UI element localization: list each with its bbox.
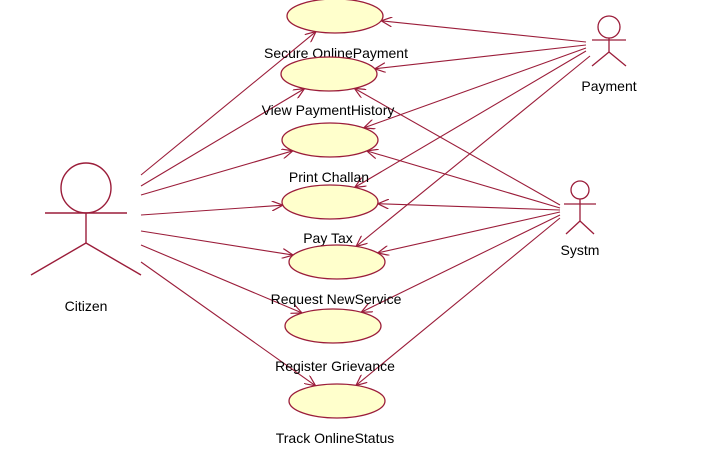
actor-label: Payment — [581, 78, 636, 94]
actor-payment[interactable]: Payment — [581, 15, 637, 94]
actor-systm[interactable]: Systm — [561, 180, 600, 258]
use-case-request-new-service[interactable]: Request NewService — [271, 244, 402, 307]
actor-leg-right — [85, 242, 142, 276]
association-systm-request-service — [378, 211, 561, 253]
use-case-secure-online-payment[interactable]: Secure OnlinePayment — [264, 0, 408, 61]
actor-label: Citizen — [65, 298, 108, 314]
actor-head — [570, 180, 590, 200]
use-case-label: Track OnlineStatus — [276, 430, 395, 446]
use-case-ellipse[interactable] — [286, 0, 384, 34]
actor-leg-right — [579, 220, 595, 235]
use-case-label: View PaymentHistory — [262, 102, 395, 118]
actor-leg-left — [591, 51, 610, 67]
actor-head — [597, 15, 621, 39]
association-citizen-register-grievance — [140, 244, 302, 313]
association-citizen-print-challan — [140, 151, 293, 196]
association-payment-secure-payment — [381, 21, 587, 43]
association-citizen-secure-payment — [140, 32, 316, 176]
use-case-view-payment-history[interactable]: View PaymentHistory — [262, 56, 395, 118]
use-case-label: Print Challan — [289, 169, 369, 185]
association-citizen-pay-tax — [140, 205, 283, 216]
actor-leg-right — [608, 51, 627, 67]
actor-head — [60, 162, 112, 214]
use-case-ellipse[interactable] — [284, 308, 382, 344]
use-case-ellipse[interactable] — [281, 184, 379, 220]
association-citizen-view-history — [140, 89, 305, 187]
association-systm-register-grievance — [361, 214, 561, 312]
associations — [140, 21, 591, 386]
association-payment-pay-tax — [355, 50, 587, 187]
use-case-register-grievance[interactable]: Register Grievance — [275, 308, 395, 374]
actor-leg-left — [565, 220, 581, 235]
use-case-ellipse[interactable] — [281, 122, 379, 158]
association-systm-track-status — [356, 217, 561, 385]
use-case-track-online-status[interactable]: Track OnlineStatus — [276, 383, 395, 446]
use-case-label: Register Grievance — [275, 358, 395, 374]
use-case-label: Pay Tax — [303, 230, 353, 246]
actor-label: Systm — [561, 242, 600, 258]
use-case-print-challan[interactable]: Print Challan — [281, 122, 379, 185]
use-case-label: Secure OnlinePayment — [264, 45, 408, 61]
association-payment-request-service — [356, 55, 591, 246]
association-systm-view-history — [354, 88, 561, 206]
use-case-ellipse[interactable] — [280, 56, 378, 92]
use-case-pay-tax[interactable]: Pay Tax — [281, 184, 379, 246]
association-payment-view-history — [375, 44, 587, 69]
actor-leg-left — [30, 242, 87, 276]
association-citizen-track-status — [140, 261, 316, 386]
use-case-ellipse[interactable] — [288, 383, 386, 419]
association-citizen-request-service — [140, 230, 293, 255]
use-case-label: Request NewService — [271, 291, 402, 307]
use-case-ellipse[interactable] — [288, 244, 386, 280]
association-systm-pay-tax — [378, 204, 561, 211]
actor-citizen[interactable]: Citizen — [30, 162, 142, 314]
association-systm-print-challan — [367, 151, 561, 209]
